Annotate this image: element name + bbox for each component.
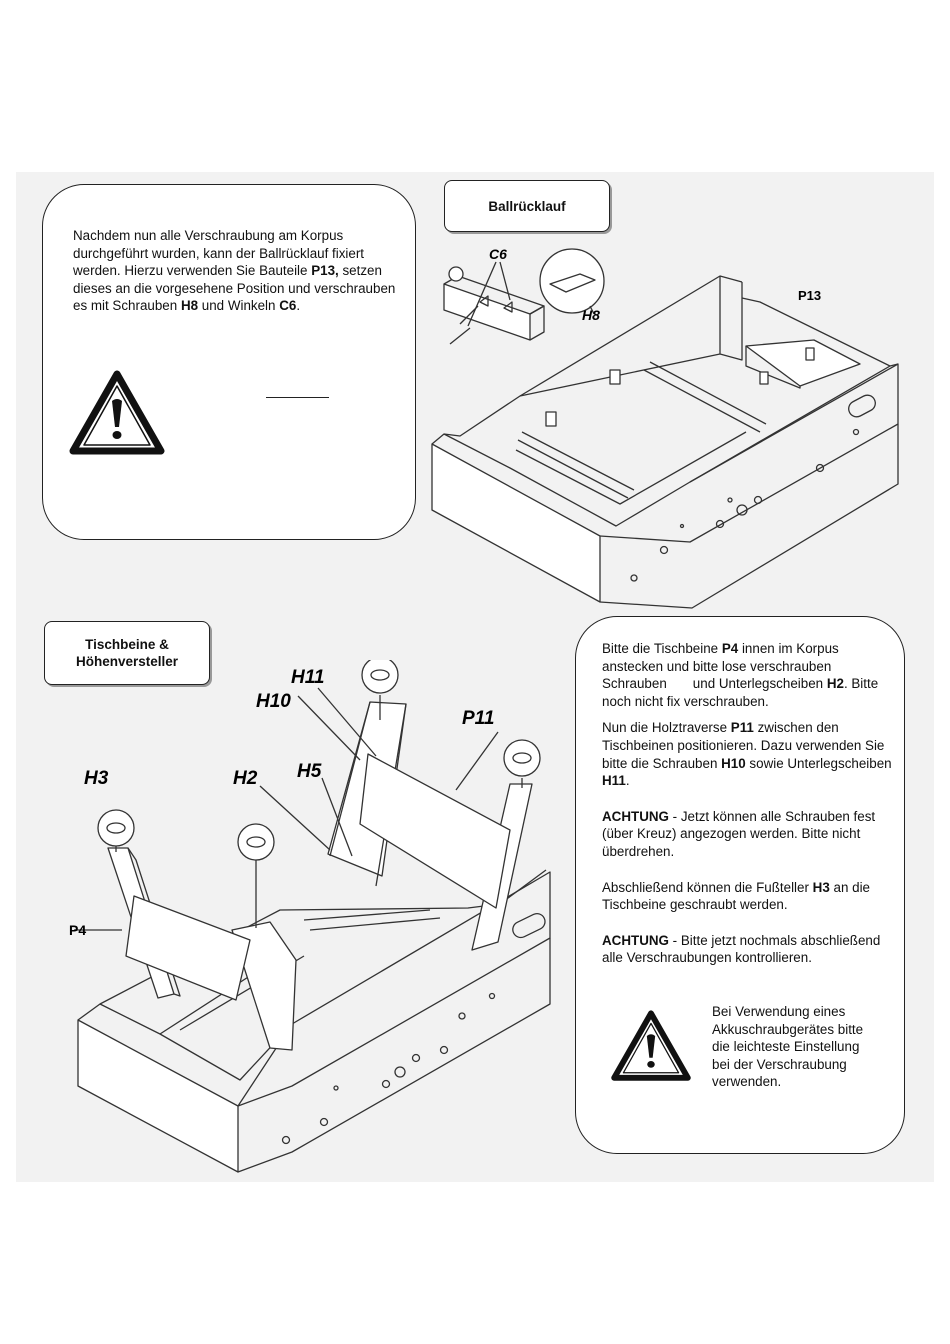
- callout-p4: P4: [69, 922, 86, 938]
- callout-h11: H11: [291, 667, 324, 688]
- callout-c6: C6: [489, 246, 507, 262]
- callout-h2: H2: [233, 768, 258, 789]
- ballruecklauf-instructions-card: Nachdem nun alle Verschraubung am Korpus…: [42, 184, 416, 540]
- blank-underline: [266, 397, 329, 398]
- ballruecklauf-instructions-text: Nachdem nun alle Verschraubung am Korpus…: [73, 228, 396, 314]
- callout-p13: P13: [798, 288, 821, 303]
- tischbeine-title-line2: Höhenversteller: [75, 654, 179, 669]
- callout-h10: H10: [256, 691, 291, 712]
- callout-h3: H3: [84, 768, 109, 789]
- paragraph-3: ACHTUNG - Jetzt können alle Schrauben fe…: [602, 808, 876, 859]
- paragraph-2: Nun die Holztraverse P11 zwischen den Ti…: [602, 720, 892, 789]
- paragraph-5: ACHTUNG - Bitte jetzt nochmals abschließ…: [602, 932, 881, 966]
- warning-triangle-icon: [611, 1010, 691, 1081]
- warning-triangle-icon: [69, 370, 165, 455]
- tischbeine-title-box: Tischbeine & Höhenversteller: [44, 621, 210, 685]
- paragraph-4: Abschließend können die Fußteller H3 an …: [602, 879, 870, 913]
- tischbeine-instructions-card: Bitte die Tischbeine P4 innen im Korpus …: [575, 616, 905, 1154]
- warning-text: Bei Verwendung eines Akkuschraubgerätes …: [712, 1004, 864, 1090]
- ballruecklauf-title: Ballrücklauf: [488, 198, 566, 214]
- callout-h5: H5: [297, 761, 322, 782]
- ballruecklauf-assembly-diagram: C6 H8 P13: [431, 246, 899, 609]
- paragraph-1: Bitte die Tischbeine P4 innen im Korpus …: [602, 641, 879, 709]
- tischbeine-title-line1: Tischbeine &: [85, 637, 169, 652]
- tischbeine-assembly-diagram: H11 H10 P11 H3 H2 H5 P4: [69, 660, 551, 1173]
- callout-h8: H8: [582, 307, 600, 323]
- ballruecklauf-title-box: Ballrücklauf: [444, 180, 610, 232]
- callout-p11: P11: [462, 708, 494, 729]
